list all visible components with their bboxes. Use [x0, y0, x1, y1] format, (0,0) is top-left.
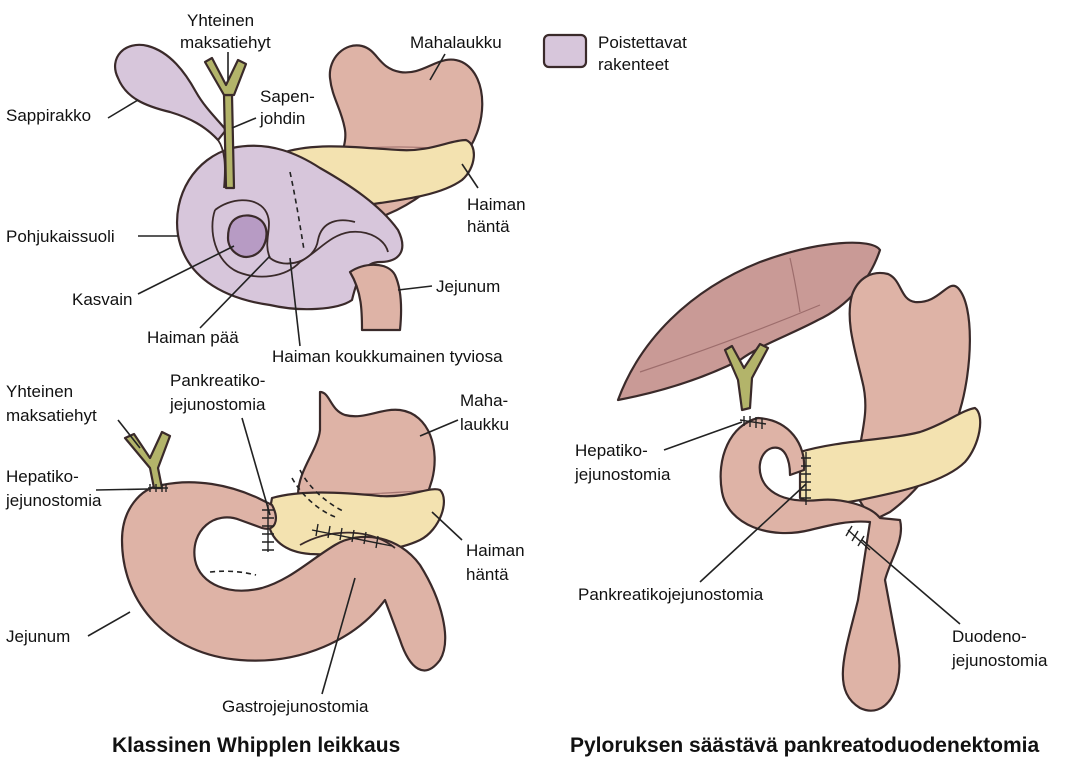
tumor — [228, 215, 267, 256]
whipple-leader-hj — [96, 489, 148, 490]
whipple-title: Klassinen Whipplen leikkaus — [112, 734, 400, 757]
label-common-bile-duct-2: maksatiehyt — [180, 33, 271, 52]
label-pancreas-head: Haiman pää — [147, 328, 239, 347]
label-stomach: Mahalaukku — [410, 33, 502, 52]
whipple-label-cbd-1: Yhteinen — [6, 382, 73, 401]
whipple-diagram: Yhteinen maksatiehyt Pankreatiko- jejuno… — [5, 371, 525, 757]
whipple-leader-jejunum — [88, 612, 130, 636]
whipple-label-gastrojejunostomy: Gastrojejunostomia — [222, 697, 369, 716]
pppd-label-hj-1: Hepatiko- — [575, 441, 648, 460]
legend: Poistettavat rakenteet — [544, 33, 687, 74]
whipple-bile-duct — [125, 432, 170, 488]
whipple-label-pancreas-tail-1: Haiman — [466, 541, 525, 560]
whipple-label-cbd-2: maksatiehyt — [6, 406, 97, 425]
pppd-title: Pyloruksen säästävä pankreatoduodenektom… — [570, 734, 1039, 757]
label-pancreas-tail-1: Haiman — [467, 195, 526, 214]
leader-jejunum-top — [398, 286, 432, 290]
bile-duct-branches — [205, 58, 246, 95]
label-tumor: Kasvain — [72, 290, 132, 309]
label-cystic-duct-1: Sapen- — [260, 87, 315, 106]
whipple-label-pj-2: jejunostomia — [169, 395, 266, 414]
whipple-label-pj-1: Pankreatiko- — [170, 371, 265, 390]
legend-swatch-removed — [544, 35, 586, 67]
whipple-label-pancreas-tail-2: häntä — [466, 565, 509, 584]
label-common-bile-duct-1: Yhteinen — [187, 11, 254, 30]
pppd-suture-duodeno — [846, 526, 870, 550]
jejunum-limb — [350, 265, 401, 330]
whipple-label-jejunum: Jejunum — [6, 627, 70, 646]
label-gallbladder: Sappirakko — [6, 106, 91, 125]
top-anatomy-diagram: Yhteinen maksatiehyt Sappirakko Sapen- j… — [6, 11, 526, 366]
whipple-dashed-3 — [210, 571, 256, 575]
label-duodenum: Pohjukaissuoli — [6, 227, 115, 246]
whipple-label-hj-2: jejunostomia — [5, 491, 102, 510]
whipple-label-stomach-1: Maha- — [460, 391, 508, 410]
label-pancreas-tail-2: häntä — [467, 217, 510, 236]
pppd-diagram: Hepatiko- jejunostomia Pankreatikojejuno… — [570, 243, 1048, 757]
legend-label-line1: Poistettavat — [598, 33, 687, 52]
leader-gallbladder — [108, 100, 138, 118]
legend-label-line2: rakenteet — [598, 55, 669, 74]
label-cystic-duct-2: johdin — [259, 109, 305, 128]
pppd-label-dj-1: Duodeno- — [952, 627, 1027, 646]
pppd-label-hj-2: jejunostomia — [574, 465, 671, 484]
pppd-label-pj: Pankreatikojejunostomia — [578, 585, 764, 604]
pppd-label-dj-2: jejunostomia — [951, 651, 1048, 670]
label-jejunum-top: Jejunum — [436, 277, 500, 296]
whipple-label-hj-1: Hepatiko- — [6, 467, 79, 486]
whipple-label-stomach-2: laukku — [460, 415, 509, 434]
common-bile-duct — [224, 95, 234, 188]
leader-cystic-duct — [232, 118, 256, 128]
label-uncinate: Haiman koukkumainen tyviosa — [272, 347, 503, 366]
